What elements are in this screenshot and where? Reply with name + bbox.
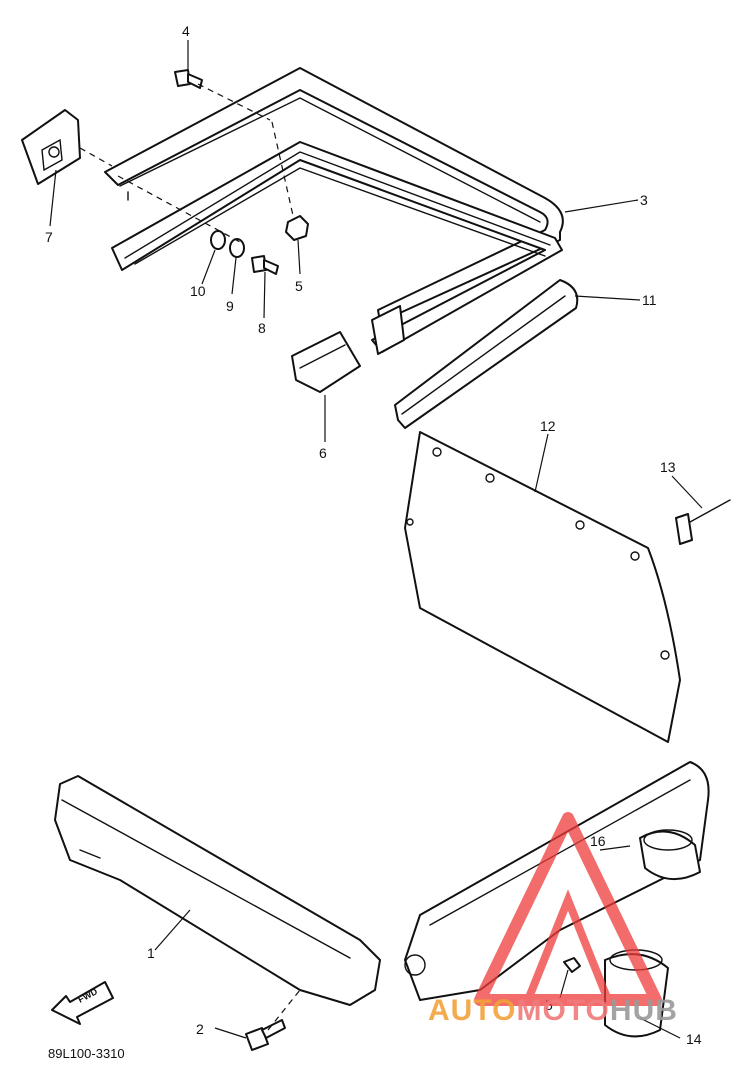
part-8-screw (251, 255, 279, 275)
callout-8: 8 (258, 320, 266, 336)
callout-16: 16 (590, 833, 606, 849)
watermark-auto: AUTO (428, 994, 516, 1027)
callout-6: 6 (319, 445, 327, 461)
callout-2: 2 (196, 1021, 204, 1037)
rubber-channel (111, 141, 563, 355)
callout-10: 10 (190, 283, 206, 299)
callout-4: 4 (182, 23, 190, 39)
callout-11: 11 (642, 292, 657, 308)
watermark-logo (474, 812, 662, 1006)
diagram-code: 89L100-3310 (48, 1046, 125, 1061)
part-13-rivet (675, 499, 731, 545)
part-11-seal-strip (394, 279, 579, 429)
watermark-moto: MOTO (516, 994, 609, 1027)
alignment-lines (79, 83, 301, 1031)
part-9-washer (229, 238, 245, 258)
part-6-cap (291, 331, 361, 393)
part-10-washer (210, 230, 226, 250)
callout-13: 13 (660, 459, 676, 475)
part-12-panel (404, 431, 681, 743)
callout-14: 14 (686, 1031, 702, 1047)
callout-1: 1 (147, 945, 155, 961)
callout-3: 3 (640, 192, 648, 208)
part-1-bumper (54, 775, 381, 1006)
callout-7: 7 (45, 229, 53, 245)
part-4-bolt (174, 69, 203, 89)
callout-12: 12 (540, 418, 556, 434)
leader-lines (49, 40, 703, 1039)
part-2-screw (245, 1019, 286, 1051)
frame-assembly (404, 761, 710, 1001)
callout-5: 5 (295, 278, 303, 294)
fwd-arrow-icon: FWD (51, 981, 114, 1025)
watermark-text: AUTOMOTOHUB (428, 994, 678, 1027)
callout-9: 9 (226, 298, 234, 314)
part-5b-nut (563, 957, 581, 973)
part-5-nut (285, 215, 309, 241)
watermark-hub: HUB (610, 994, 678, 1027)
part-7-bracket (21, 109, 81, 185)
part-16-bushing (639, 829, 701, 880)
